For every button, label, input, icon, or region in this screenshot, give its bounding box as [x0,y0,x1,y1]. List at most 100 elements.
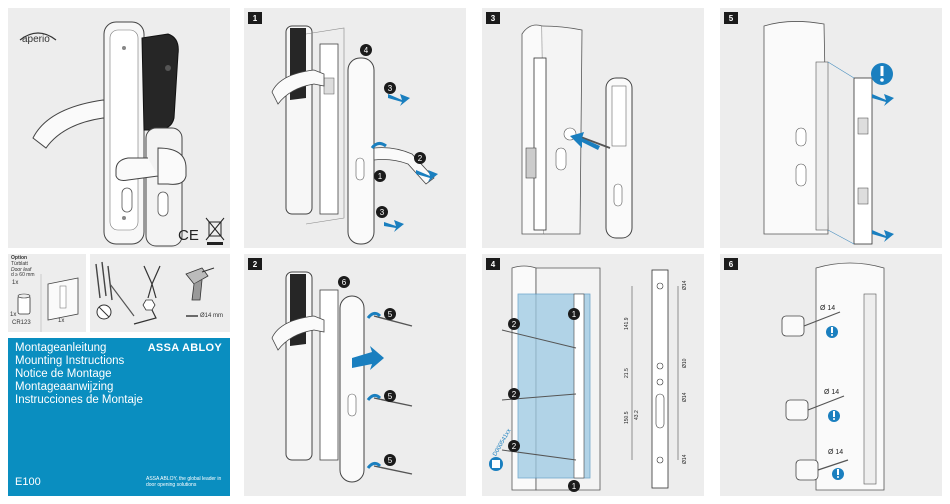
tagline: ASSA ABLOY, the global leader in door op… [146,476,228,488]
callout-1: 1 [374,170,386,182]
title-es: Instrucciones de Montaje [15,394,143,406]
step-number: 1 [248,12,262,24]
tagline-line-1: ASSA ABLOY, the global leader in [146,476,222,482]
step-number: 4 [486,258,500,270]
warning-icon-mid [828,410,840,422]
title-list: Montageanleitung Mounting Instructions N… [15,342,143,407]
step-4-illustration: 2 1 2 2 1 D000541xx [489,265,688,492]
svg-text:5: 5 [388,392,393,401]
pliers-icon [143,265,161,299]
cover-illustration: aperio CE [19,21,225,247]
fitting-bottom [795,459,849,481]
warning-icon [871,63,893,85]
drill-size-label: Ø14 mm [200,313,224,319]
step-5-illustration [763,21,894,245]
svg-text:4: 4 [364,46,369,55]
step-number: 3 [486,12,500,24]
option-line-2: Door leaf [11,266,32,273]
dim-43-2: 43.2 [634,410,640,420]
step-3-panel: 3 [482,8,704,248]
dim-141-9: 141.9 [624,317,630,330]
tools-illustration [95,261,215,325]
hex-key-icon [133,309,157,325]
cover-panel: aperio CE [8,8,230,248]
no-tool-icon [96,304,112,320]
model-label: E100 [15,476,41,488]
cover-plate-icon [47,277,79,321]
qty-plate: 1x [58,318,65,324]
battery-label: CR123 [12,320,31,326]
option-panel: Option Türblatt Door leaf d ≥ 60 mm 1x 1… [8,254,86,332]
svg-text:2: 2 [512,320,517,329]
title-en: Mounting Instructions [15,355,125,367]
dim-mid: Ø 14 [824,389,839,396]
step-1-illustration: 4 3 2 1 3 [271,25,438,245]
option-line-1: Türblatt [11,261,28,267]
title-panel: Montageanleitung Mounting Instructions N… [1,338,230,496]
weee-bin-icon [205,217,225,245]
callout-2-mid: 2 [508,388,520,400]
template-booklet-icon [489,457,503,471]
title-de: Montageanleitung [15,342,107,354]
callout-3-top: 3 [384,82,396,94]
callout-5-top: 5 [384,308,396,320]
qty-battery: 1x [10,312,17,318]
callout-5-bottom: 5 [384,454,396,466]
dim-21-5: 21.5 [624,368,630,378]
dim-dia14-bottom: Ø14 [682,454,688,464]
step-4-panel: 4 2 1 2 2 1 [482,254,704,496]
svg-text:6: 6 [342,278,347,287]
step-3-illustration [521,24,633,239]
callout-4: 4 [360,44,372,56]
svg-text:2: 2 [418,154,423,163]
step-6-panel: 6 Ø 14 Ø 14 Ø 14 [720,254,942,496]
title-nl: Montageaanwijzing [15,381,114,393]
callout-6: 6 [338,276,350,288]
callout-2: 2 [414,152,426,164]
svg-text:2: 2 [512,442,517,451]
step-2-illustration: 6 5 5 5 [271,271,413,483]
svg-text:1: 1 [572,310,577,319]
step-number: 5 [724,12,738,24]
drill-icon [185,267,215,301]
dim-150-5: 150.5 [624,411,630,424]
screwdriver-icon [109,283,135,317]
step-number: 6 [724,258,738,270]
brand-logo: ASSA ABLOY [147,342,222,354]
svg-text:2: 2 [512,390,517,399]
tools-panel: Ø14 mm [90,254,230,332]
callout-1-bottom: 1 [568,480,580,492]
battery-icon [17,293,31,315]
dim-top: Ø 14 [820,305,835,312]
callout-2-bottom: 2 [508,440,520,452]
fitting-mid [785,395,845,421]
svg-text:5: 5 [388,456,393,465]
svg-text:3: 3 [380,208,385,217]
callout-1-top: 1 [568,308,580,320]
svg-text:1: 1 [572,482,577,491]
aperio-logo: aperio [22,34,50,45]
nut-icon [142,299,156,311]
qty-top: 1x [12,280,19,286]
ce-mark: CE [178,227,199,244]
svg-text:1: 1 [378,172,383,181]
screws-icon [95,261,113,301]
step-2-panel: 2 6 5 5 5 [244,254,466,496]
tagline-line-2: door opening solutions [146,482,197,488]
step-number: 2 [248,258,262,270]
dim-dia10: Ø10 [682,358,688,368]
callout-2-top: 2 [508,318,520,330]
step-5-panel: 5 [720,8,942,248]
option-title: Option [11,255,28,261]
warning-icon-bottom [832,468,844,480]
warning-icon-top [826,326,838,338]
title-fr: Notice de Montage [15,368,112,380]
dim-bottom: Ø 14 [828,449,843,456]
step-6-illustration: Ø 14 Ø 14 Ø 14 [781,262,885,491]
fitting-top [781,311,841,337]
dim-dia14-top: Ø14 [682,280,688,290]
svg-text:5: 5 [388,310,393,319]
svg-text:3: 3 [388,84,393,93]
step-1-panel: 1 4 3 2 [244,8,466,248]
callout-5-mid: 5 [384,390,396,402]
